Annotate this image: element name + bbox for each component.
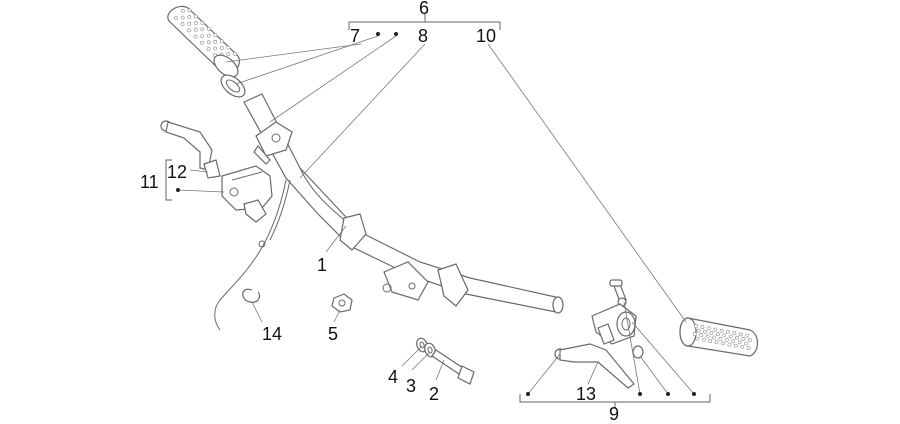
brake-cable xyxy=(214,179,291,331)
callout-label-8: 8 xyxy=(418,26,428,46)
bracket-6 xyxy=(348,14,501,30)
callout-label-6: 6 xyxy=(419,0,429,18)
callout-label-11: 11 xyxy=(140,172,159,192)
callout-label-7: 7 xyxy=(350,26,360,46)
callout-label-9: 9 xyxy=(609,404,619,424)
left-grip-ring xyxy=(220,74,246,98)
leader-lines xyxy=(177,35,695,395)
nut xyxy=(331,293,353,313)
right-small-washer xyxy=(632,345,644,359)
left-switch-housing xyxy=(253,121,293,165)
right-lever xyxy=(554,343,635,389)
right-lever-bracket xyxy=(591,303,637,345)
callout-label-10: 10 xyxy=(476,26,496,46)
left-lever xyxy=(160,120,221,179)
callout-label-14: 14 xyxy=(262,324,282,344)
callout-label-3: 3 xyxy=(406,376,416,396)
handlebar-tube xyxy=(243,93,564,314)
master-cylinder xyxy=(221,165,273,223)
callout-label-1: 1 xyxy=(317,255,327,275)
snap-ring xyxy=(242,288,261,303)
callout-label-13: 13 xyxy=(576,384,596,404)
callout-dots xyxy=(176,32,696,396)
bracket-9 xyxy=(519,394,711,408)
bracket-11 xyxy=(165,159,172,201)
callout-label-5: 5 xyxy=(328,324,338,344)
bolt xyxy=(431,349,475,385)
callout-label-2: 2 xyxy=(429,384,439,404)
callout-label-4: 4 xyxy=(388,367,398,387)
right-grip xyxy=(679,317,759,357)
right-screw xyxy=(609,279,627,307)
left-grip xyxy=(167,5,241,78)
callout-label-12: 12 xyxy=(167,162,187,182)
